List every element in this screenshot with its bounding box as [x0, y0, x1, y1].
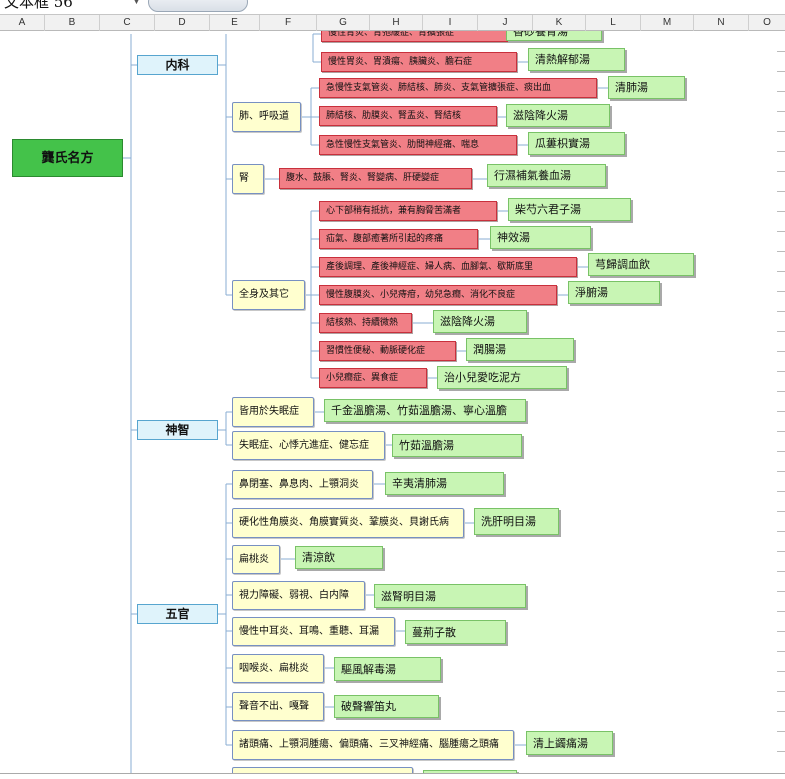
column-header-c[interactable]: C [100, 15, 155, 31]
formula-node[interactable]: 滋陰降火湯 [433, 310, 527, 333]
symptom-node[interactable]: 產後調理、產後神經症、婦人病、血腳氣、歇斯底里 [319, 257, 577, 277]
root-node[interactable]: 龔氏名方 [12, 139, 123, 177]
symptom-node[interactable]: 肺結核、肋膜炎、腎盂炎、腎結核 [319, 106, 497, 126]
connector-lines [123, 33, 608, 773]
subcategory-node-vision[interactable]: 視力障礙、弱視、白内障 [232, 581, 365, 610]
subcategory-node-nose[interactable]: 鼻閉塞、鼻息肉、上顎洞炎 [232, 470, 373, 499]
symptom-node[interactable]: 慢性胃炎、胃潰瘍、胰臟炎、膽石症 [321, 52, 517, 72]
formula-node[interactable]: 香砂養胃湯 [506, 31, 602, 41]
name-box[interactable]: 文本框 56 [4, 0, 73, 11]
formula-node[interactable]: 淨腑湯 [568, 281, 660, 304]
subcategory-node-throat[interactable]: 咽喉炎、扁桃炎 [232, 654, 324, 683]
symptom-node[interactable]: 結核熱、持續微熱 [319, 313, 412, 333]
symptom-node[interactable]: 慢性腹膜炎、小兒痔疳，幼兒急癇、消化不良症 [319, 285, 557, 305]
subcategory-node-insomnia-1[interactable]: 皆用於失眠症 [232, 397, 314, 427]
formula-node[interactable]: 柴芍六君子湯 [508, 198, 631, 221]
right-edge-ruler [777, 31, 785, 779]
formula-node[interactable]: 滋腎明目湯 [374, 584, 526, 608]
formula-node[interactable]: 滋陰降火湯 [506, 104, 610, 127]
subcategory-node-body[interactable]: 全身及其它 [232, 280, 305, 310]
formula-node[interactable]: 千金溫膽湯、竹茹溫膽湯、寧心溫膽 [324, 399, 526, 422]
formula-node[interactable]: 清涼飲 [295, 546, 383, 569]
formula-node[interactable]: 辛夷清肺湯 [385, 472, 504, 495]
symptom-node[interactable]: 心下部稍有抵抗，兼有胸脅苦滿者 [319, 201, 497, 221]
symptom-node[interactable]: 急性慢性支氣管炎、肋間神經痛、喘息 [319, 135, 517, 155]
formula-node[interactable]: 清熱解郁湯 [528, 48, 625, 71]
sheet-bottom-edge [0, 773, 785, 779]
formula-node[interactable]: 破聲響笛丸 [334, 695, 439, 718]
column-header-g[interactable]: G [317, 15, 370, 31]
symptom-node[interactable]: 小兒癇症、異食症 [319, 368, 427, 388]
formula-node[interactable]: 清上蠲痛湯 [526, 731, 613, 755]
column-header-d[interactable]: D [155, 15, 210, 31]
column-header-n[interactable]: N [694, 15, 749, 31]
column-header-m[interactable]: M [641, 15, 694, 31]
category-node-neike[interactable]: 内科 [137, 55, 218, 75]
mind-map-sheet: 龔氏名方 内科 神智 五官 肺、呼吸道 腎 全身及其它 皆用於失眠症 失眠症、心… [0, 31, 785, 779]
subcategory-node-tonsil[interactable]: 扁桃炎 [232, 545, 280, 574]
formula-node[interactable]: 瓜蔞枳實湯 [528, 132, 625, 155]
formula-node[interactable]: 竹茹溫膽湯 [392, 434, 522, 457]
subcategory-node-kidney[interactable]: 腎 [232, 164, 264, 194]
column-header-b[interactable]: B [45, 15, 100, 31]
subcategory-node-insomnia-2[interactable]: 失眠症、心悸亢進症、健忘症 [232, 431, 385, 460]
name-box-bar: 文本框 56 ▼ [0, 0, 785, 14]
column-header-i[interactable]: I [423, 15, 478, 31]
column-header-h[interactable]: H [370, 15, 423, 31]
column-header-a[interactable]: A [0, 15, 45, 31]
category-node-shenzhi[interactable]: 神智 [137, 420, 218, 440]
column-header-o[interactable]: O [763, 17, 771, 28]
formula-node[interactable]: 神效湯 [490, 226, 591, 249]
symptom-node[interactable]: 腹水、鼓脹、腎炎、腎變病、肝硬變症 [279, 168, 472, 189]
subcategory-node-cornea[interactable]: 硬化性角膜炎、角膜實質炎、鞏膜炎、貝謝氏病 [232, 508, 464, 538]
subcategory-node-voice[interactable]: 聲音不出、嘎聲 [232, 692, 324, 721]
symptom-node[interactable]: 慢性胃炎、胃弛緩症、胃擴張症 [321, 31, 517, 42]
column-header-f[interactable]: F [260, 15, 317, 31]
category-node-wuguan[interactable]: 五官 [137, 604, 218, 624]
column-header-l[interactable]: L [586, 15, 641, 31]
formula-node[interactable]: 驅風解毒湯 [334, 657, 441, 681]
formula-node[interactable]: 芎歸調血飲 [588, 253, 694, 276]
subcategory-node-lung[interactable]: 肺、呼吸道 [232, 102, 301, 132]
name-box-dropdown-icon[interactable]: ▼ [133, 0, 140, 6]
symptom-node[interactable]: 習慣性便秘、動脈硬化症 [319, 341, 456, 361]
symptom-node[interactable]: 急慢性支氣管炎、肺結核、肺炎、支氣管擴張症、痰出血 [319, 78, 597, 98]
formula-node[interactable]: 潤腸湯 [466, 338, 574, 361]
symptom-node[interactable]: 疝氣、腹部癒著所引起的疼痛 [319, 229, 478, 249]
column-header-bar: A B C D E F G H I J K L M N O [0, 14, 785, 31]
subcategory-node-ear[interactable]: 慢性中耳炎、耳鳴、重聽、耳漏 [232, 617, 395, 646]
column-header-j[interactable]: J [478, 15, 533, 31]
formula-bar-expand-button[interactable] [148, 0, 248, 12]
subcategory-node-headache[interactable]: 諸頭痛、上顎洞腫瘍、偏頭痛、三叉神經痛、腦腫瘍之頭痛 [232, 730, 514, 760]
formula-node[interactable]: 治小兒愛吃泥方 [437, 366, 567, 389]
column-header-e[interactable]: E [210, 15, 260, 31]
formula-node[interactable]: 洗肝明目湯 [474, 508, 559, 535]
formula-node[interactable]: 蔓荊子散 [405, 620, 506, 644]
column-header-k[interactable]: K [533, 15, 586, 31]
formula-node[interactable]: 清肺湯 [608, 76, 685, 99]
formula-node[interactable]: 行濕補氣養血湯 [487, 164, 606, 187]
